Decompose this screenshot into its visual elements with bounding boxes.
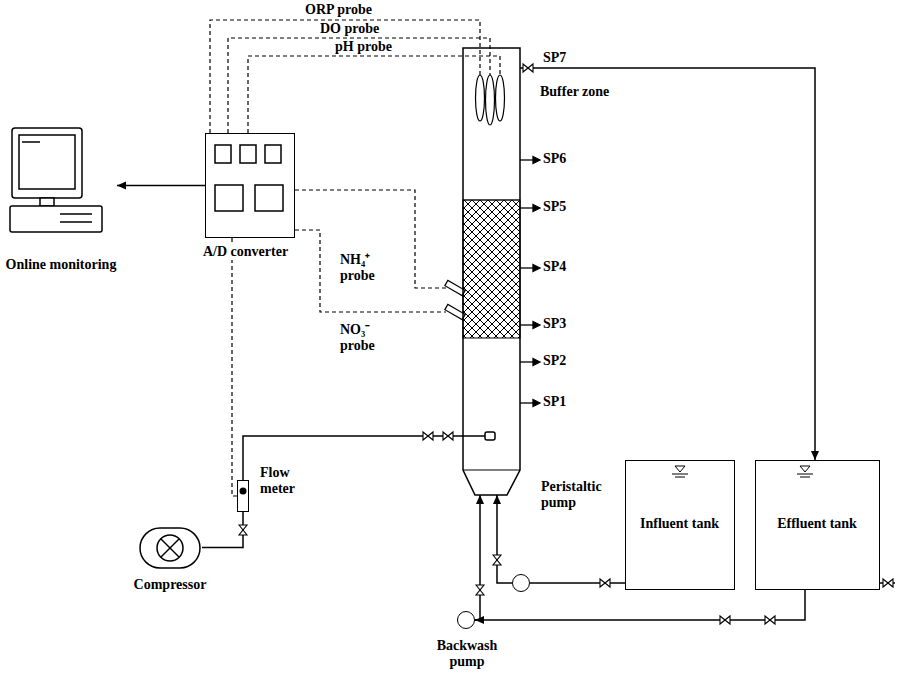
pipe-line [117, 185, 205, 187]
valve-symbol [493, 555, 501, 565]
column-outline [463, 48, 520, 495]
reactor-column: Buffer zone [463, 48, 520, 495]
port-label: SP7 [543, 50, 583, 66]
column-base [463, 469, 520, 470]
display-panels [215, 145, 283, 211]
pipe-line [520, 68, 815, 460]
converter-box: A/D converter [205, 133, 295, 238]
port-label: SP2 [543, 353, 583, 369]
compressor: Compressor [138, 525, 202, 570]
effluent-tank: Effluent tank [755, 460, 880, 590]
pipe-line [497, 495, 512, 583]
node-label: Effluent tank [760, 516, 874, 532]
influent-tank: Influent tank [625, 460, 735, 590]
computer-icon [10, 128, 102, 232]
peristaltic-pump: Peristaltic pump [512, 574, 530, 592]
port-label: SP6 [543, 151, 583, 167]
pipe-line [475, 590, 805, 620]
valve-symbol [239, 525, 247, 535]
probe-label: NO₃⁻ probe [340, 322, 392, 354]
node-label: Backwash pump [427, 638, 507, 670]
port-label: SP1 [543, 394, 583, 410]
water-level [672, 466, 813, 477]
probe-label: NH₄⁺ probe [340, 252, 392, 284]
valve-symbol [720, 616, 730, 624]
node-label: Compressor [118, 577, 222, 593]
computer-node: Online monitoring [5, 125, 117, 305]
backwash-pump: Backwash pump [457, 611, 475, 629]
sampling-ports [520, 157, 540, 407]
valve-symbol [600, 579, 610, 587]
node-label: Peristaltic pump [541, 479, 623, 511]
port-label: SP4 [543, 259, 583, 275]
probe-wires [210, 20, 500, 312]
valve-symbol [443, 432, 453, 440]
probes [445, 75, 505, 320]
probe-label: pH probe [335, 39, 425, 55]
flow-meter: Flow meter [237, 480, 249, 512]
column-wall [463, 48, 520, 495]
port-label: SP5 [543, 199, 583, 215]
flow-meter-ball [240, 488, 247, 495]
probe-label: ORP probe [305, 2, 395, 18]
node-label: Buffer zone [540, 84, 635, 100]
signal-line [232, 238, 237, 496]
node-label: A/D converter [201, 244, 290, 260]
node-label: Influent tank [630, 516, 729, 532]
port-label: SP3 [543, 316, 583, 332]
pipe-line [202, 512, 243, 548]
pipe-line [457, 495, 480, 620]
valve-symbol [476, 585, 484, 595]
air-diffuser [463, 432, 495, 440]
valve-symbol [883, 579, 893, 587]
node-label: Online monitoring [5, 257, 117, 273]
node-label: Flow meter [260, 465, 312, 497]
compressor-symbol [140, 528, 200, 568]
buffer-divider [463, 200, 520, 201]
packing-media [463, 200, 520, 338]
valve-symbol [765, 616, 775, 624]
probe-label: DO probe [320, 21, 410, 37]
valve-symbol [523, 64, 533, 72]
valve-symbol [423, 432, 433, 440]
pipe-line [530, 582, 625, 584]
